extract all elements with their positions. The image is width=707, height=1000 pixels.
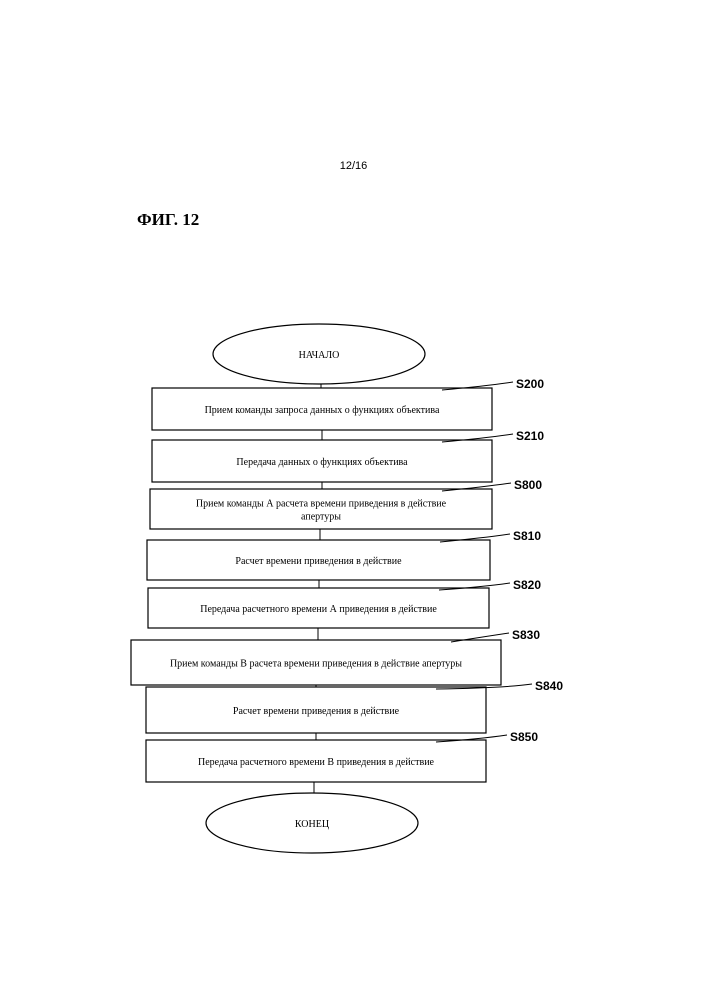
process-step: Передача расчетного времени А приведения…	[147, 578, 541, 629]
step-leader-line	[441, 433, 514, 443]
process-box	[145, 686, 487, 734]
process-step: Передача данных о функциях объектива S210	[151, 429, 544, 483]
process-step: Прием команды запроса данных о функциях …	[151, 377, 544, 431]
process-text: Передача данных о функциях объектива	[236, 457, 408, 468]
step-label: S820	[513, 578, 541, 592]
process-box	[146, 539, 491, 581]
process-text: Прием команды запроса данных о функциях …	[205, 405, 440, 416]
step-label: S200	[516, 377, 544, 391]
process-step: Расчет времени приведения в действие S810	[146, 529, 541, 581]
process-text: Расчет времени приведения в действие	[235, 556, 402, 567]
step-leader-line	[435, 683, 533, 690]
step-label: S800	[514, 478, 542, 492]
start-terminal: НАЧАЛО	[212, 323, 426, 385]
process-box	[149, 488, 493, 530]
process-box	[151, 387, 493, 431]
process-box	[151, 439, 493, 483]
process-box	[130, 639, 502, 686]
step-leader-line	[438, 582, 511, 591]
process-box	[145, 739, 487, 783]
step-leader-line	[435, 734, 508, 743]
process-step: Передача расчетного времени В приведения…	[145, 730, 538, 783]
process-text: апертуры	[301, 512, 341, 523]
process-text: Прием команды В расчета времени приведен…	[170, 659, 462, 670]
page-number: 12/16	[339, 160, 368, 172]
step-leader-line	[441, 381, 514, 391]
end-terminal: КОНЕЦ	[205, 792, 419, 854]
step-label: S840	[535, 679, 563, 693]
process-text: Передача расчетного времени А приведения…	[200, 604, 437, 615]
figure-title: ФИГ. 12	[137, 210, 200, 229]
step-leader-line	[441, 482, 512, 492]
process-step: Прием команды А расчета времени приведен…	[149, 478, 542, 530]
step-label: S850	[510, 730, 538, 744]
start-label: НАЧАЛО	[299, 350, 340, 361]
process-text: Расчет времени приведения в действие	[233, 706, 400, 717]
end-label: КОНЕЦ	[295, 819, 329, 830]
process-step: Прием команды В расчета времени приведен…	[130, 628, 540, 686]
step-leader-line	[439, 533, 511, 543]
step-label: S810	[513, 529, 541, 543]
process-box	[147, 587, 490, 629]
step-label: S830	[512, 628, 540, 642]
process-text: Передача расчетного времени В приведения…	[198, 757, 435, 768]
process-text: Прием команды А расчета времени приведен…	[196, 499, 447, 510]
step-label: S210	[516, 429, 544, 443]
step-leader-line	[450, 632, 510, 643]
process-step: Расчет времени приведения в действие S840	[145, 679, 563, 734]
